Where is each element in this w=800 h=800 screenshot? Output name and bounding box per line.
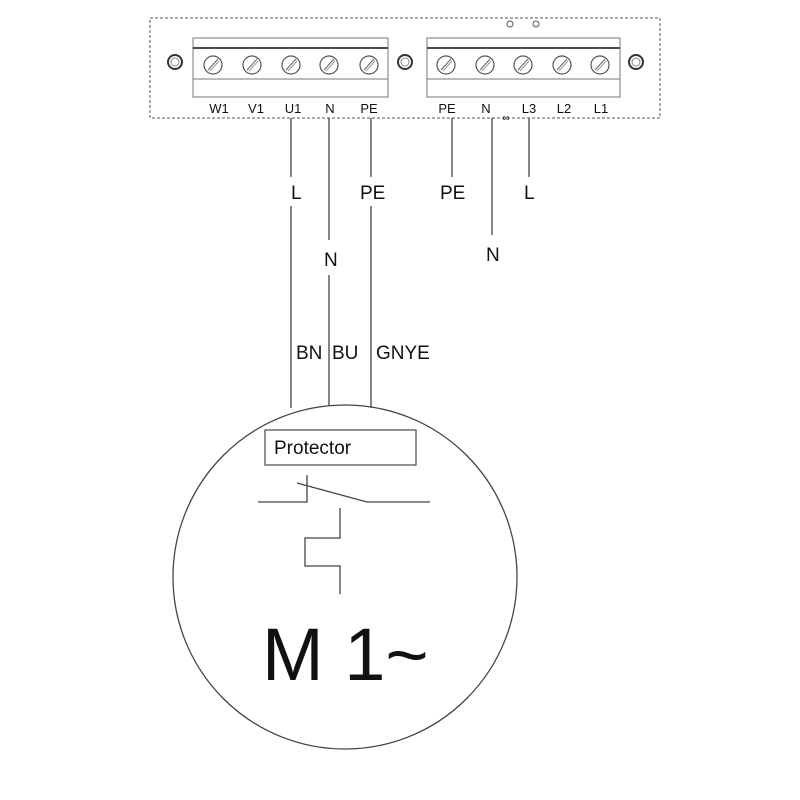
wire-color-bn: BN	[296, 343, 322, 364]
wire-color-gnye: GNYE	[376, 343, 430, 364]
protector-label: Protector	[274, 438, 352, 459]
indicator-hole	[532, 20, 540, 28]
terminal-label-u1: U1	[285, 101, 302, 116]
terminal-label-pe: PE	[360, 101, 378, 116]
terminal-screw	[203, 55, 223, 75]
terminal-label-n-in: N	[481, 101, 490, 116]
terminal-block-left	[192, 37, 389, 98]
protector-box	[264, 429, 417, 466]
terminal-label-v1: V1	[248, 101, 264, 116]
bridge-mark: ∞	[502, 113, 509, 124]
terminal-label-pe-in: PE	[438, 101, 456, 116]
terminal-screw	[436, 55, 456, 75]
terminal-label-l1: L1	[594, 101, 608, 116]
thermal-switch-symbol	[258, 475, 430, 503]
supply-label-pe: PE	[440, 183, 465, 204]
wire-label-pe: PE	[360, 183, 385, 204]
terminal-label-l2: L2	[557, 101, 571, 116]
terminal-label-n: N	[325, 101, 334, 116]
terminal-screw	[242, 55, 262, 75]
terminal-screw	[319, 55, 339, 75]
terminal-screw	[475, 55, 495, 75]
wire-color-bu: BU	[332, 343, 358, 364]
terminal-screw	[513, 55, 533, 75]
motor-housing	[172, 404, 518, 750]
indicator-hole	[506, 20, 514, 28]
wire-label-n: N	[324, 250, 338, 271]
mounting-hole	[628, 54, 644, 70]
junction-box-outline	[149, 17, 661, 119]
terminal-label-w1: W1	[209, 101, 229, 116]
terminal-screw	[281, 55, 301, 75]
wire-label-l: L	[291, 183, 302, 204]
terminal-screw	[590, 55, 610, 75]
mounting-hole	[167, 54, 183, 70]
terminal-block-right	[426, 37, 621, 98]
motor-label: M 1~	[262, 613, 429, 696]
mounting-hole	[397, 54, 413, 70]
terminal-screw	[552, 55, 572, 75]
terminal-label-l3: L3	[522, 101, 536, 116]
supply-label-l: L	[524, 183, 535, 204]
terminal-screw	[359, 55, 379, 75]
supply-label-n: N	[486, 245, 500, 266]
heater-coil-symbol	[304, 508, 341, 594]
